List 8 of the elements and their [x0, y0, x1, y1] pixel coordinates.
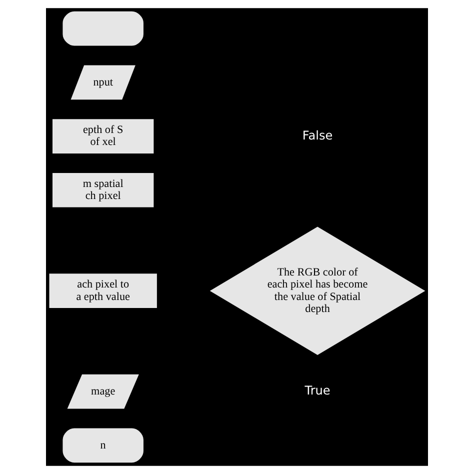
node-box: ach pixel to a epth value: [49, 274, 157, 308]
node-diamond: The RGB color of each pixel has become the value of Spatial depth: [210, 226, 426, 355]
node-box: epth of S of xel: [52, 119, 154, 154]
node-box: n: [62, 428, 144, 463]
node-box: m spatial ch pixel: [52, 172, 154, 208]
label: True: [304, 384, 330, 398]
label: False: [302, 128, 333, 142]
node-box: [62, 11, 144, 46]
